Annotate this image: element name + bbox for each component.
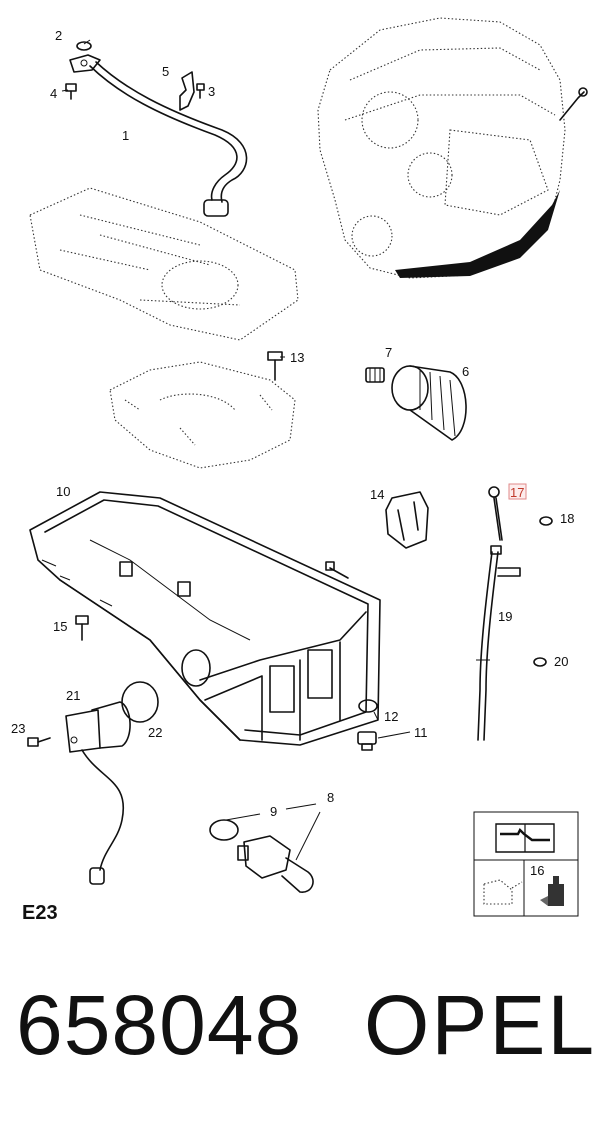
threaded-nipple bbox=[365, 367, 385, 383]
callout-20: 20 bbox=[554, 654, 568, 669]
callout-3: 3 bbox=[208, 84, 215, 99]
callout-13: 13 bbox=[290, 350, 304, 365]
highlight-box bbox=[508, 483, 527, 500]
drain-plug-seal bbox=[358, 699, 378, 713]
callout-19: 19 bbox=[498, 609, 512, 624]
callout-2: 2 bbox=[55, 28, 62, 43]
callout-11: 11 bbox=[414, 725, 428, 740]
callout-7: 7 bbox=[385, 345, 392, 360]
brand-name: OPEL bbox=[364, 978, 597, 1072]
o-ring bbox=[121, 681, 159, 723]
callout-5: 5 bbox=[162, 64, 169, 79]
callout-9: 9 bbox=[270, 804, 277, 819]
part-number: 658048 bbox=[16, 978, 303, 1072]
engine-icon bbox=[317, 17, 588, 279]
oil-return-pipe bbox=[69, 54, 248, 217]
exploded-parts-diagram: 1 2 3 4 5 6 7 8 9 10 11 12 13 14 15 16 1… bbox=[11, 17, 588, 917]
oil-can-icon bbox=[483, 879, 523, 905]
drain-plug bbox=[357, 731, 377, 751]
callout-17[interactable]: 17 bbox=[510, 485, 524, 500]
bolt bbox=[325, 561, 349, 579]
footer: 658048 OPEL bbox=[12, 975, 594, 1085]
callout-15: 15 bbox=[53, 619, 67, 634]
sealing-ring bbox=[209, 819, 239, 841]
washer bbox=[539, 516, 553, 526]
sealant-tube-icon bbox=[540, 876, 564, 906]
service-manual-icon bbox=[495, 823, 555, 853]
callout-22: 22 bbox=[148, 725, 162, 740]
callout-14: 14 bbox=[370, 487, 384, 502]
screw bbox=[196, 83, 205, 99]
callouts: 1 2 3 4 5 6 7 8 9 10 11 12 13 14 15 16 1… bbox=[11, 28, 574, 878]
washer bbox=[533, 657, 547, 667]
bolt bbox=[267, 351, 283, 381]
service-info-box bbox=[473, 811, 579, 917]
oil-level-sensor bbox=[65, 701, 131, 885]
callout-4: 4 bbox=[50, 86, 57, 101]
clip bbox=[385, 491, 429, 549]
callout-21: 21 bbox=[66, 688, 80, 703]
dipstick-guide-tube bbox=[476, 545, 521, 741]
callout-18: 18 bbox=[560, 511, 574, 526]
bracket bbox=[179, 71, 195, 111]
oil-pressure-switch bbox=[237, 835, 314, 893]
callout-1: 1 bbox=[122, 128, 129, 143]
oil-filter bbox=[391, 365, 467, 441]
callout-6: 6 bbox=[462, 364, 469, 379]
dipstick bbox=[488, 486, 503, 541]
bolt bbox=[75, 615, 89, 641]
page-code: E23 bbox=[22, 902, 58, 924]
callout-16: 16 bbox=[530, 863, 544, 878]
callout-23: 23 bbox=[11, 721, 25, 736]
oil-pan bbox=[29, 491, 381, 746]
o-ring bbox=[76, 41, 92, 51]
bolt bbox=[27, 737, 51, 747]
windage-tray bbox=[109, 361, 296, 469]
callout-8: 8 bbox=[327, 790, 334, 805]
callout-12: 12 bbox=[384, 709, 398, 724]
bolt bbox=[65, 83, 77, 100]
callout-10: 10 bbox=[56, 484, 70, 499]
baffle-plate bbox=[29, 187, 299, 341]
